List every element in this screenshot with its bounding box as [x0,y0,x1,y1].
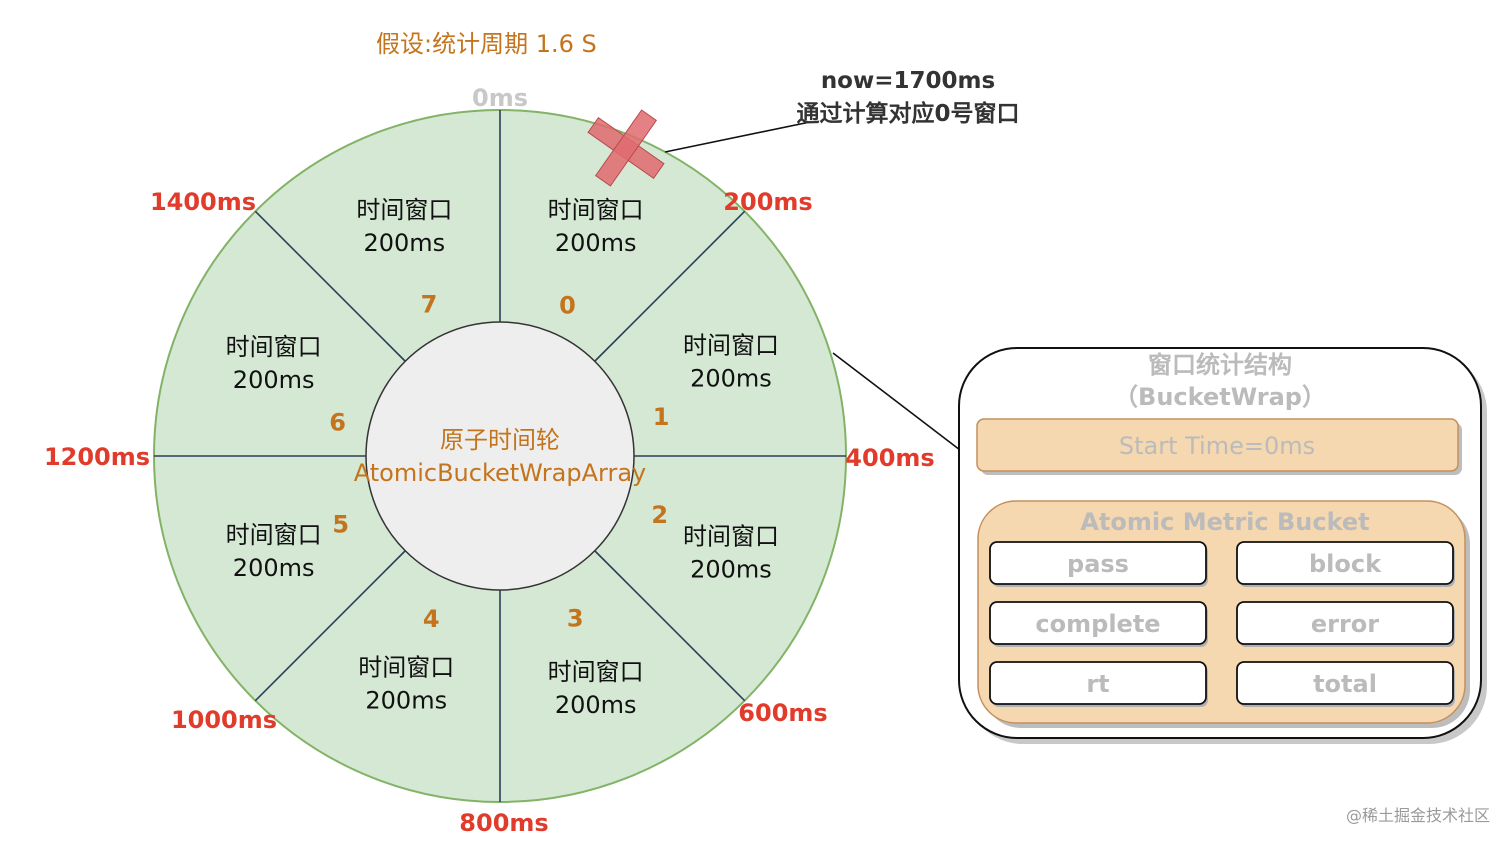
segment-title-0: 时间窗口 [548,196,644,224]
boundary-label-7: 1400ms [150,188,256,216]
metric-label-rt: rt [1086,670,1109,698]
hub-label-english: AtomicBucketWrapArray [354,459,647,487]
segment-duration-2: 200ms [690,556,772,584]
wheel-segments: 时间窗口 200ms 时间窗口 200ms 时间窗口 200ms 时间窗口 200ms 时间窗口… [226,196,779,719]
segment-duration-6: 200ms [233,366,315,394]
boundary-label-4: 800ms [459,809,548,837]
metric-label-pass: pass [1067,550,1129,578]
segment-index-3: 3 [567,604,584,632]
segment-duration-3: 200ms [555,691,637,719]
boundary-labels: 0ms200ms400ms600ms800ms1000ms1200ms1400m… [44,84,935,837]
boundary-label-0: 0ms [472,84,528,112]
segment-index-1: 1 [653,403,670,431]
segment-index-5: 5 [332,511,349,539]
metric-box-complete [989,601,1207,645]
start-time-box [976,418,1459,472]
segment-duration-7: 200ms [363,229,445,257]
segment-title-5: 时间窗口 [226,521,322,549]
segment-title-3: 时间窗口 [548,658,644,686]
metric-label-complete: complete [1035,610,1160,638]
wheel-to-bucketwrap-connector [832,352,961,451]
segment-index-4: 4 [423,605,440,633]
wheel-hub [365,321,635,591]
diagram-title: 假设:统计周期 1.6 S [376,30,597,58]
metric-box-rt [989,661,1207,705]
metric-box-pass [989,541,1207,585]
segment-indices: 0 1 2 3 4 5 6 7 [329,291,669,633]
metric-label-block: block [1309,550,1382,578]
segment-title-2: 时间窗口 [683,523,779,551]
watermark: @稀土掘金技术社区 [1345,806,1490,825]
segment-title-6: 时间窗口 [226,333,322,361]
metric-box-total [1236,661,1454,705]
segment-index-7: 7 [421,291,438,319]
now-annotation: now=1700ms 通过计算对应0号窗口 [779,65,1037,131]
segment-title-1: 时间窗口 [683,331,779,359]
segment-index-0: 0 [559,291,576,319]
boundary-label-2: 400ms [845,444,934,472]
metric-bucket-title: Atomic Metric Bucket [1080,508,1369,536]
start-time-label: Start Time=0ms [1119,432,1315,460]
segment-duration-4: 200ms [365,686,447,714]
metric-fields: pass block complete error rt total [989,541,1455,707]
spoke-line [594,550,746,702]
boundary-label-1: 200ms [723,188,812,216]
boundary-label-3: 600ms [738,699,827,727]
cross-marker-icon [587,109,665,187]
spoke-line [254,550,406,702]
boundary-label-5: 1000ms [171,706,277,734]
segment-title-4: 时间窗口 [358,653,454,681]
hub-label-chinese: 原子时间轮 [440,426,560,454]
segment-index-2: 2 [651,501,668,529]
metric-label-error: error [1311,610,1379,638]
wheel-spokes [154,110,846,802]
spoke-line [594,210,746,362]
segment-duration-5: 200ms [233,554,315,582]
now-window-note: 通过计算对应0号窗口 [796,101,1020,127]
segment-duration-1: 200ms [690,364,772,392]
bucketwrap-title: 窗口统计结构 [1148,351,1292,379]
segment-duration-0: 200ms [555,229,637,257]
spoke-line [254,210,406,362]
bucketwrap-subtitle: （BucketWrap） [1114,383,1326,411]
metric-box-block [1236,541,1454,585]
segment-index-6: 6 [329,408,346,436]
now-value: now=1700ms [820,68,996,94]
metric-label-total: total [1313,670,1377,698]
segment-title-7: 时间窗口 [356,196,452,224]
now-pointer-line [664,121,811,153]
boundary-label-6: 1200ms [44,443,150,471]
metric-box-error [1236,601,1454,645]
